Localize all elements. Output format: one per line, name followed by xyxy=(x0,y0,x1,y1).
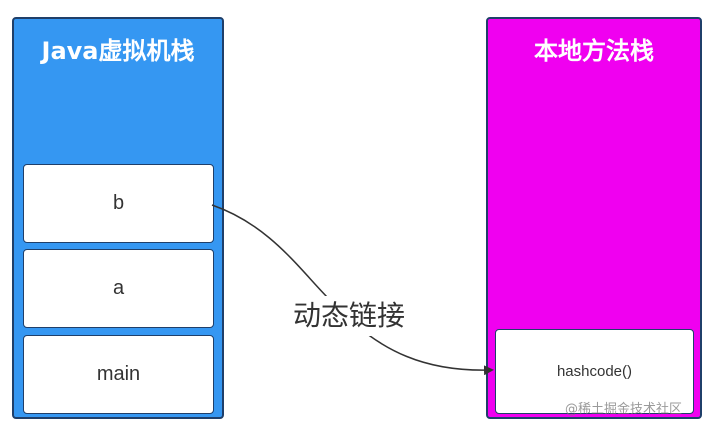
java-vm-stack: Java虚拟机栈 b a main xyxy=(12,17,224,419)
native-frame-hashcode: hashcode() xyxy=(495,329,694,414)
stack-frame-main: main xyxy=(23,335,214,414)
watermark: @稀土掘金技术社区 xyxy=(565,402,683,417)
java-vm-stack-title: Java虚拟机栈 xyxy=(41,37,195,65)
native-method-stack: 本地方法栈 hashcode() xyxy=(486,17,702,419)
dynamic-link-arrow xyxy=(211,204,494,376)
dynamic-link-label: 动态链接 xyxy=(274,296,424,336)
stack-frame-a: a xyxy=(23,249,214,328)
stack-frame-b: b xyxy=(23,164,214,243)
native-method-stack-title: 本地方法栈 xyxy=(534,37,654,65)
